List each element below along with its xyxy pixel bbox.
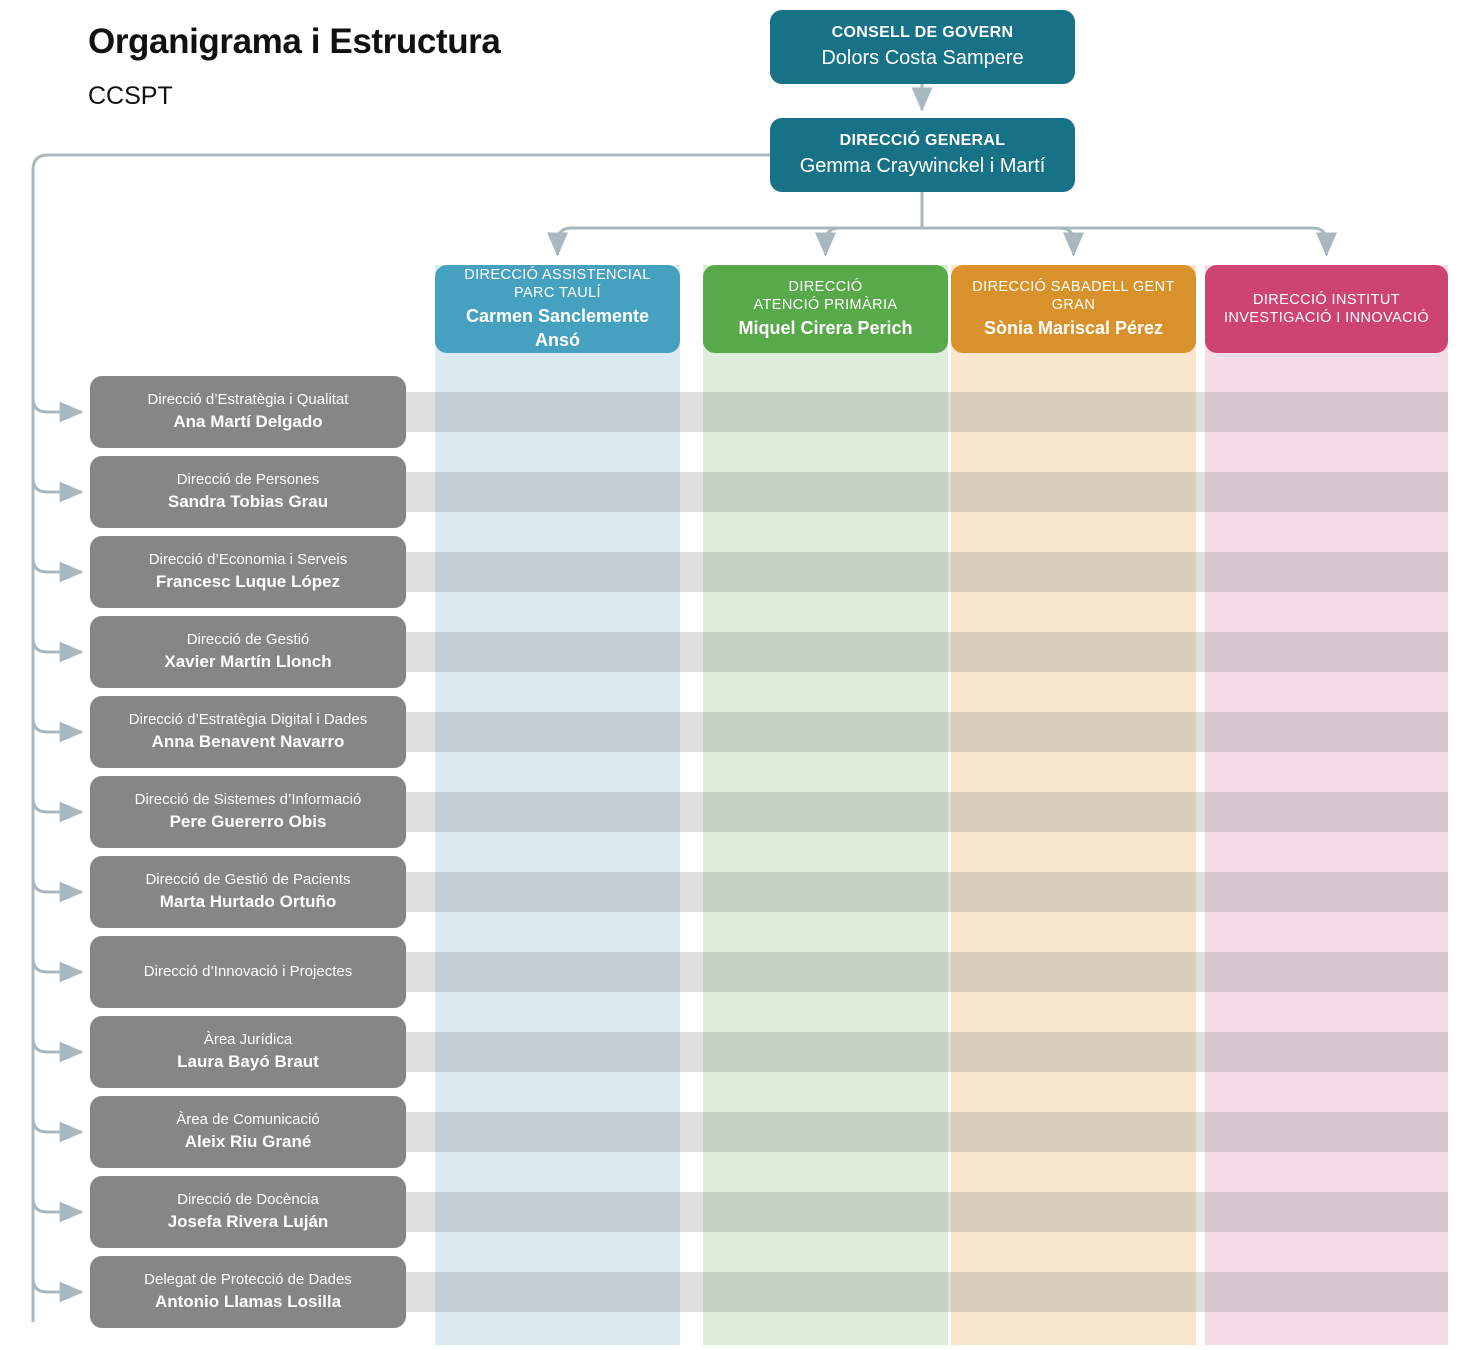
connector-spine-to-unit-7 [31, 877, 84, 903]
node-person: Gemma Craywinckel i Martí [799, 155, 1046, 177]
division-dept-line1: DIRECCIÓ INSTITUT [1253, 291, 1400, 308]
unit-row-stripe [406, 1272, 1448, 1312]
unit-person-label: Anna Benavent Navarro [151, 732, 345, 752]
node-role: DIRECCIÓ GENERAL [839, 132, 1006, 149]
unit-dept-label: Direcció de Sistemes d’Informació [134, 790, 362, 808]
unit-person-label: Aleix Riu Grané [184, 1132, 312, 1152]
division-dept-label: DIRECCIÓ ASSISTENCIAL PARC TAULÍ [464, 266, 650, 302]
unit-person-label: Ana Martí Delgado [173, 412, 323, 432]
division-dept-line1: DIRECCIÓ ASSISTENCIAL [464, 266, 651, 283]
division-person-label: Carmen Sanclemente Ansó [465, 306, 650, 350]
unit-row-stripe [406, 392, 1448, 432]
unit-person-label: Sandra Tobias Grau [167, 492, 329, 512]
unit-person-label: Josefa Rivera Luján [167, 1212, 329, 1232]
unit-row-stripe [406, 1032, 1448, 1072]
connector-spine-to-unit-5 [31, 717, 84, 743]
division-column-band-3 [951, 265, 1196, 1345]
unit-dept-label: Direcció d’Estratègia i Qualitat [147, 390, 349, 408]
unit-dept-label: Delegat de Protecció de Dades [144, 1270, 352, 1288]
division-dept-line2: PARC TAULÍ [513, 285, 601, 302]
connector-spine-to-unit-3 [31, 557, 84, 583]
unit-row-stripe [406, 1192, 1448, 1232]
unit-row-stripe [406, 872, 1448, 912]
unit-dept-label: Direcció de Docència [177, 1190, 319, 1208]
division-person-label: Sònia Mariscal Pérez [983, 317, 1164, 338]
connector-general-to-division-1 [547, 226, 922, 257]
unit-person-label: Francesc Luque López [155, 572, 341, 592]
division-column-band-4 [1205, 265, 1448, 1345]
unit-person-label: Laura Bayó Braut [177, 1052, 319, 1072]
page-title: Organigrama i Estructura [88, 22, 501, 61]
unit-dept-label: Direcció de Gestió [186, 630, 310, 648]
division-dept-label: DIRECCIÓ INSTITUT INVESTIGACIÓ I INNOVACI… [1224, 291, 1429, 327]
unit-dept-label: Direcció d’Innovació i Projectes [143, 963, 353, 981]
unit-person-label: Pere Guererro Obis [169, 812, 327, 832]
unit-dept-label: Direcció de Gestió de Pacients [145, 870, 351, 888]
node-consell-de-govern[interactable]: CONSELL DE GOVERN Dolors Costa Sampere [770, 10, 1075, 84]
unit-dept-label: Direcció d’Estratègia Digital i Dades [128, 710, 368, 728]
connector-general-to-division-2 [815, 226, 922, 257]
unit-row-stripe [406, 712, 1448, 752]
unit-node-8[interactable]: Direcció d’Innovació i Projectes [90, 936, 406, 1008]
unit-row-stripe [406, 632, 1448, 672]
division-node-4[interactable]: DIRECCIÓ INSTITUT INVESTIGACIÓ I INNOVACI… [1205, 265, 1448, 353]
unit-dept-label: Direcció de Persones [176, 470, 320, 488]
division-dept-line2: ATENCIÓ PRIMÀRIA [753, 296, 898, 313]
connector-spine-to-unit-6 [31, 797, 84, 823]
connector-spine-to-unit-9 [31, 1037, 84, 1063]
connector-general-to-division-3 [922, 226, 1084, 257]
unit-person-label: Xavier Martín Llonch [164, 652, 332, 672]
unit-dept-label: Direcció d’Economia i Serveis [148, 550, 348, 568]
unit-row-stripe [406, 552, 1448, 592]
unit-person-label: Marta Hurtado Ortuño [159, 892, 337, 912]
connector-spine-to-unit-11 [31, 1197, 84, 1223]
unit-row-stripe [406, 952, 1448, 992]
unit-row-stripe [406, 792, 1448, 832]
unit-dept-label: Àrea de Comunicació [176, 1110, 320, 1128]
connector-spine-to-unit-4 [31, 637, 84, 663]
connector-spine-to-unit-8 [31, 957, 84, 983]
unit-row-stripe [406, 472, 1448, 512]
connector-spine-to-unit-12 [31, 1277, 84, 1303]
page-subtitle: CCSPT [88, 82, 173, 110]
connector-spine-to-unit-2 [31, 477, 84, 503]
node-person: Dolors Costa Sampere [821, 47, 1024, 69]
node-direccio-general[interactable]: DIRECCIÓ GENERAL Gemma Craywinckel i Mar… [770, 118, 1075, 192]
connector-general-to-division-4 [922, 226, 1337, 257]
division-dept-line1: DIRECCIÓ [788, 278, 863, 295]
connector-spine-to-unit-10 [31, 1117, 84, 1143]
unit-row-stripe [406, 1112, 1448, 1152]
unit-dept-label: Àrea Jurídica [203, 1030, 293, 1048]
division-dept-line2: INVESTIGACIÓ I INNOVACIÓ [1223, 310, 1430, 326]
connector-spine-to-unit-1 [31, 397, 84, 423]
division-dept-line2: GRAN [1051, 296, 1096, 313]
node-role: CONSELL DE GOVERN [831, 24, 1014, 41]
division-node-1[interactable]: DIRECCIÓ ASSISTENCIAL PARC TAULÍ Carmen Sa… [435, 265, 680, 353]
division-person-label: Miquel Cirera Perich [738, 317, 913, 338]
unit-person-label: Antonio Llamas Losilla [154, 1292, 342, 1312]
division-dept-line1: DIRECCIÓ SABADELL GENT [972, 278, 1175, 295]
